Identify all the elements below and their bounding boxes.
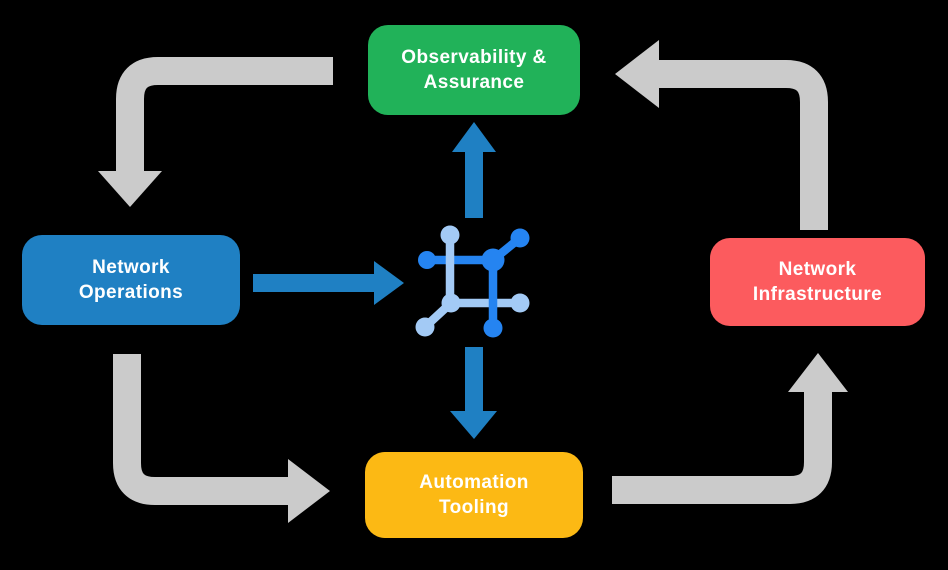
arrow-operations-to-center xyxy=(253,261,404,305)
icon-node-left xyxy=(418,251,436,269)
node-label-line: Automation xyxy=(419,472,529,493)
icon-node-sw xyxy=(415,317,435,337)
arrow-center-to-observability xyxy=(452,122,496,218)
arrow-head-down xyxy=(450,411,497,439)
node-network-operations: Network Operations xyxy=(22,235,240,325)
icon-node-bottom xyxy=(483,318,503,338)
arrow-head-left xyxy=(615,40,659,108)
node-label-line: Observability & xyxy=(401,47,547,68)
arrow-head-up xyxy=(452,122,496,152)
cycle-arrows xyxy=(98,40,848,523)
arrow-infrastructure-to-observability xyxy=(615,40,828,230)
node-label-line: Infrastructure xyxy=(752,284,883,305)
node-label-line: Network xyxy=(92,257,170,278)
arrow-observability-to-operations xyxy=(98,57,333,207)
arrow-shaft xyxy=(113,354,289,505)
arrow-automation-to-infrastructure xyxy=(612,353,848,504)
arrow-head-down xyxy=(98,171,162,207)
arrow-operations-to-automation xyxy=(113,354,330,523)
arrow-shaft xyxy=(116,57,333,172)
icon-node-right xyxy=(510,293,530,313)
node-network-infrastructure: Network Infrastructure xyxy=(710,238,925,326)
flow-arrows xyxy=(253,122,497,439)
network-nodes-icon xyxy=(415,225,530,338)
node-label-line: Assurance xyxy=(423,72,525,93)
arrow-head-up xyxy=(788,353,848,392)
node-observability-assurance: Observability & Assurance xyxy=(368,25,580,115)
node-label-line: Tooling xyxy=(439,497,509,518)
arrow-head-right xyxy=(288,459,330,523)
icon-node-corner-ne xyxy=(481,248,505,272)
arrow-center-to-automation xyxy=(450,347,497,439)
icon-node-ne xyxy=(510,228,530,248)
icon-node-corner-sw xyxy=(441,293,461,313)
arrow-head-right xyxy=(374,261,404,305)
icon-node-top xyxy=(440,225,460,245)
arrow-shaft xyxy=(612,391,832,504)
node-label-line: Network xyxy=(778,259,857,280)
arrow-shaft xyxy=(658,60,828,230)
node-automation-tooling: Automation Tooling xyxy=(365,452,583,538)
node-label-line: Operations xyxy=(78,282,184,303)
